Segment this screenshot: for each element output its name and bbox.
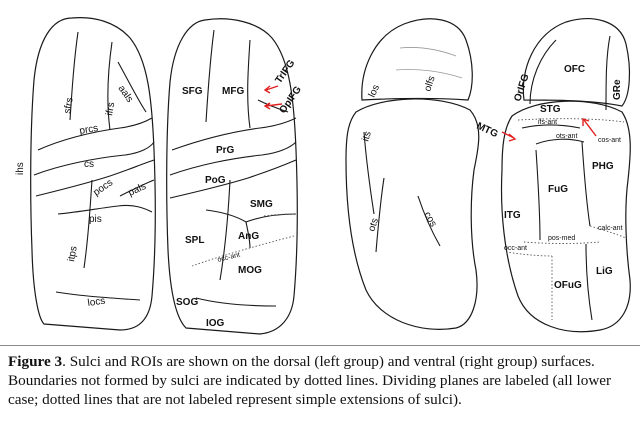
sulcus-label-ots: ots [366,217,381,233]
sulcus-label-olfs: olfs [422,75,437,93]
roi-label-trifg: TrIFG [273,58,297,86]
plane-label-ifs-ant: ifs-ant [538,119,557,126]
dorsal-sulci-hemisphere: ihs sfrs ifrs aals prcs cs pocs pals pis… [15,17,156,331]
stg-line [521,124,581,129]
ips-line [205,209,297,223]
roi-label-sfg: SFG [182,86,203,97]
plane-label-pos-med: pos-med [548,235,575,242]
itps-sulcus [83,179,93,269]
orifg-line [529,39,557,105]
mtg-arrowhead [508,133,517,142]
sulcus-label-aals: aals [116,83,136,104]
temporal-lobe-outline [345,98,480,330]
temporal-lobe-outline [500,100,631,333]
roi-label-sog: SOG [176,297,198,308]
roi-label-pog: PoG [205,175,226,186]
sulcus-label-prcs: prcs [79,123,100,137]
cos-line [581,141,591,227]
hemisphere-outline [166,18,298,335]
plane-label-occ-ant-ventral: occ-ant [504,245,527,252]
sulcus-label-los: los [367,83,382,99]
its-sulcus [363,131,375,215]
roi-label-iog: IOG [206,318,225,329]
roi-label-gre: GRe [612,79,623,100]
ifrs-sulcus [107,41,113,131]
ots-ant-line [535,138,585,145]
sulcus-label-ifrs: ifrs [104,101,117,116]
pis-sulcus [57,204,153,215]
smg-boundary [263,213,297,217]
hemisphere-outline [30,17,156,331]
figure-caption: Figure 3. Sulci and ROIs are shown on th… [8,352,634,409]
roi-label-mog: MOG [238,265,262,276]
roi-label-ofc: OFC [564,64,585,75]
pals-sulcus [119,179,155,197]
trifg-arrow [265,85,279,91]
caption-text: . Sulci and ROIs are shown on the dorsal… [8,353,612,408]
sfrs-sulcus [69,31,79,121]
sulcus-label-locs: locs [87,296,106,309]
occ-ant-boundary [505,251,553,257]
prcs-line [171,117,297,151]
prcs-sulcus [37,117,153,151]
sulcus-label-itps: itps [66,245,80,262]
trifg-arrowhead [263,85,271,94]
plane-label-occ-ant-dorsal: occ-ant [217,252,241,264]
locs-line [195,297,277,307]
plane-label-cos-ant: cos-ant [598,137,621,144]
roi-label-lig: LiG [596,266,613,277]
caption-divider [0,345,640,346]
plane-label-calc-ant: calc-ant [598,225,623,232]
roi-label-ofug: OFuG [554,280,582,291]
dorsal-roi-hemisphere: SFG MFG TrIFG OpIFG PrG PoG SMG SPL AnG … [166,18,304,335]
plane-label-ots-ant: ots-ant [556,133,577,140]
sulcus-label-cs: cs [84,159,94,170]
pos-med-boundary [523,241,601,244]
roi-label-itg: ITG [504,210,521,221]
ots-line [535,149,541,241]
calc-ant-boundary [589,225,627,239]
cos-ant-arrowhead [582,118,590,126]
ifs-line [247,39,251,129]
roi-label-mfg: MFG [222,86,244,97]
caption-label: Figure 3 [8,353,63,370]
cs-sulcus [33,141,155,176]
roi-label-stg: STG [540,104,561,115]
pocs-line [169,159,297,199]
frontal-lobe-outline [361,18,473,101]
ots-sulcus [375,177,385,253]
orbital-line [395,69,463,79]
aals-sulcus [117,61,147,113]
roi-label-spl: SPL [185,235,204,246]
sulcus-label-ihs: ihs [15,162,26,175]
locs-sulcus [55,291,141,301]
opifg-arrowhead [263,102,271,110]
ventral-roi-hemisphere: OrIFG OFC GRe STG ifs-ant MTG cos-ant ot… [475,18,631,333]
roi-label-prg: PrG [216,145,235,156]
ventral-sulci-hemisphere: los olfs its ots cos [345,18,480,330]
pocs-sulcus [35,159,155,197]
sulcus-label-its: its [360,130,374,143]
lig-line [585,243,593,321]
roi-label-fug: FuG [548,184,568,195]
occ-ant-boundary [191,235,295,267]
sfs-line [205,29,215,123]
roi-label-opifg: OpIFG [277,84,304,116]
itps-line [219,179,231,281]
ifs-ant-boundary [517,118,625,123]
roi-label-phg: PHG [592,161,614,172]
roi-label-smg: SMG [250,199,273,210]
roi-label-ang: AnG [238,231,259,242]
sulcus-label-pis: pis [89,214,102,225]
cos-sulcus [417,195,441,247]
cos-ant-arrow [583,119,597,137]
roi-label-orifg: OrIFG [512,72,531,103]
sts-line [245,221,251,249]
sulcus-label-sfrs: sfrs [62,97,76,115]
opifg-arrow [265,103,283,107]
brain-figure: ihs sfrs ifrs aals prcs cs pocs pals pis… [15,17,631,335]
orbital-line [399,47,457,57]
gre-line [605,35,611,111]
cs-line [169,141,297,176]
